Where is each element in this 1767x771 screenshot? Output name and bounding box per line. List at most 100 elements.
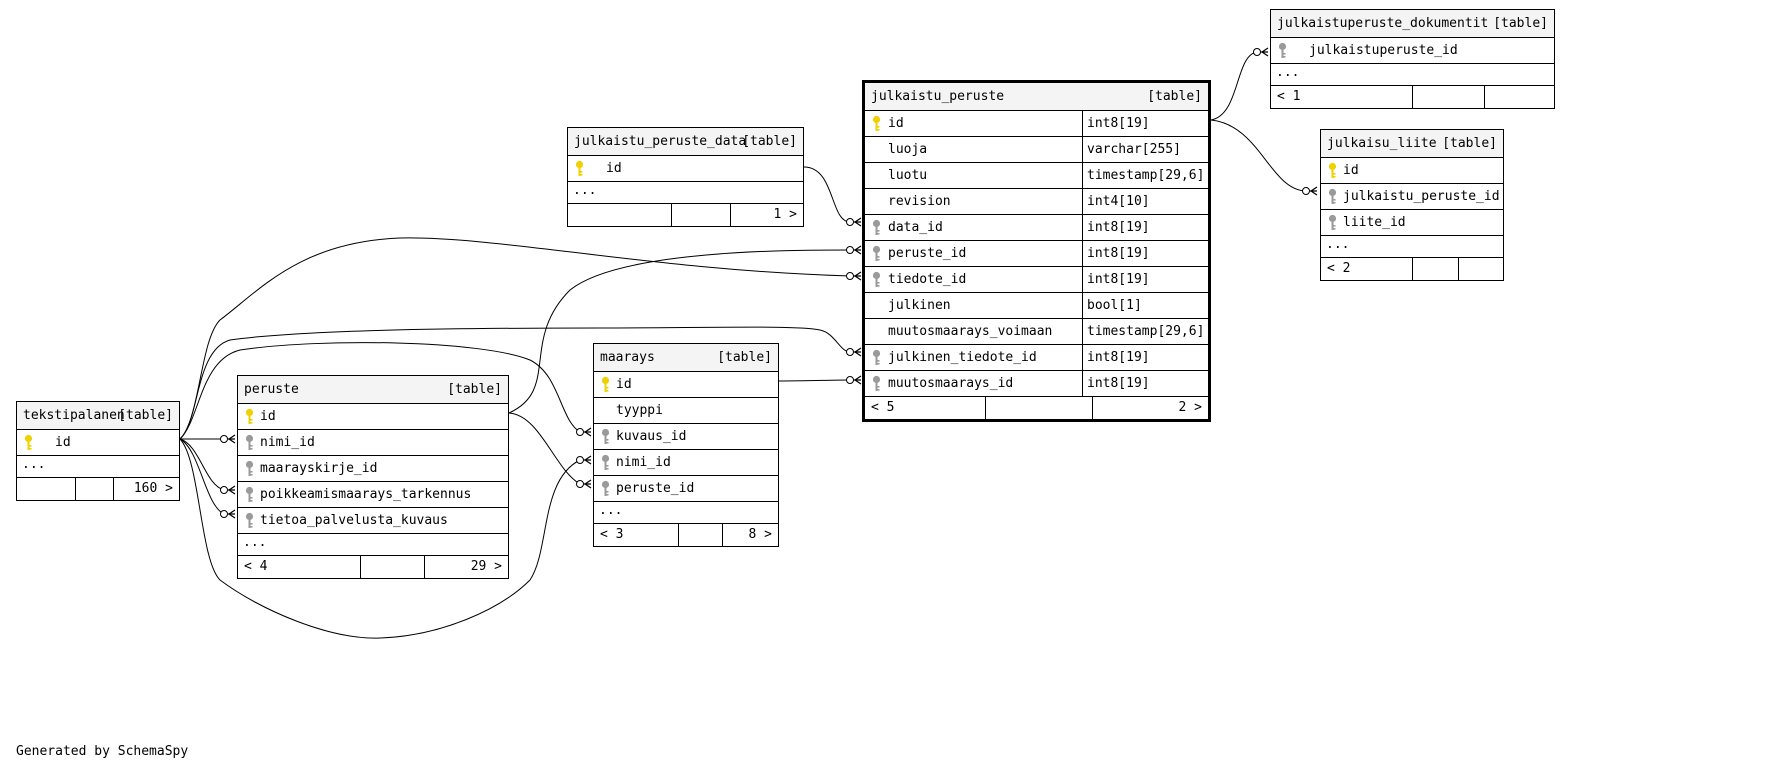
table-footer: < 2 [1321,258,1503,280]
edge-maarays-to-julkaistu-peruste [778,375,862,385]
table-header: julkaistuperuste_dokumentit [table] [1271,10,1554,38]
column-name: tyyppi [616,403,663,418]
edge-julkaistu-peruste-data-to-julkaistu-peruste [803,166,862,227]
edge-tekstipalanen-to-maarays-kuvaus [179,342,592,440]
edge-tekstipalanen-to-peruste-tietoa [179,438,236,519]
column-row[interactable]: id int8[19] [865,111,1208,137]
column-row[interactable]: kuvaus_id [594,424,778,450]
children-count[interactable] [1458,258,1503,280]
column-type: int8[19] [1082,111,1208,136]
more-columns-ellipsis: ... [1271,64,1554,86]
table-name: julkaisu_liite [1327,136,1437,151]
parents-count[interactable]: < 3 [600,527,624,542]
column-name: luoja [888,142,928,157]
table-maarays[interactable]: maarays [table] id tyyppi kuvaus_id nimi… [593,343,779,547]
column-row[interactable]: id [594,372,778,398]
column-row[interactable]: julkaistu_peruste_id [1321,184,1503,210]
column-row[interactable]: muutosmaarays_voimaan timestamp[29,6] [865,319,1208,345]
column-row[interactable]: julkinen_tiedote_id int8[19] [865,345,1208,371]
column-name: id [1343,163,1359,178]
column-row[interactable]: revision int4[10] [865,189,1208,215]
row-count [75,478,113,500]
parents-count[interactable]: < 5 [871,400,895,415]
table-kind-label: [table] [447,382,502,397]
parents-count[interactable]: < 1 [1277,89,1301,104]
table-header: maarays [table] [594,344,778,372]
edge-tekstipalanen-to-maarays-nimi [179,438,592,639]
column-row[interactable]: luotu timestamp[29,6] [865,163,1208,189]
column-name: data_id [888,220,943,235]
table-tekstipalanen[interactable]: tekstipalanen [table] id ... 160 > [16,401,180,501]
column-name: muutosmaarays_id [888,376,1014,391]
column-row[interactable]: id [1321,158,1503,184]
column-row[interactable]: maarayskirje_id [238,456,508,482]
column-row[interactable]: peruste_id [594,476,778,502]
table-kind-label: [table] [118,408,173,423]
table-julkaistuperuste-dokumentit[interactable]: julkaistuperuste_dokumentit [table] julk… [1270,9,1555,109]
row-count [678,524,722,546]
table-name: tekstipalanen [23,408,125,423]
table-header: julkaisu_liite [table] [1321,130,1503,158]
column-name: muutosmaarays_voimaan [888,324,1053,339]
table-kind-label: [table] [1493,16,1548,31]
column-name: id [55,435,71,450]
foreign-key-icon [1328,188,1337,204]
column-row[interactable]: tyyppi [594,398,778,424]
column-row[interactable]: data_id int8[19] [865,215,1208,241]
children-count[interactable]: 1 > [730,204,803,226]
column-type: varchar[255] [1082,137,1208,162]
column-row[interactable]: id [568,156,803,182]
table-name: julkaistu_peruste [871,89,1005,104]
column-row[interactable]: id [17,430,179,456]
column-row[interactable]: nimi_id [238,430,508,456]
edge-julkaistu-peruste-to-julkaisu-liite [1210,119,1318,196]
parents-count[interactable]: < 4 [244,559,268,574]
table-name: julkaistu_peruste_data [574,134,747,149]
edge-tekstipalanen-to-peruste-poikkeamismaarays [179,438,236,495]
children-count[interactable]: 8 > [722,524,778,546]
foreign-key-icon [872,219,881,235]
column-row[interactable]: poikkeamismaarays_tarkennus [238,482,508,508]
table-kind-label: [table] [717,350,772,365]
column-type: int8[19] [1082,267,1208,292]
row-count [1412,86,1484,108]
column-row[interactable]: liite_id [1321,210,1503,236]
foreign-key-icon [245,434,254,450]
column-row[interactable]: luoja varchar[255] [865,137,1208,163]
primary-key-icon [1328,162,1337,178]
column-row[interactable]: julkaistuperuste_id [1271,38,1554,64]
children-count[interactable] [1484,86,1554,108]
row-count [671,204,730,226]
children-count[interactable]: 29 > [424,556,508,578]
edge-tekstipalanen-to-julkaistu-peruste-tiedote [179,237,862,440]
column-row[interactable]: tietoa_palvelusta_kuvaus [238,508,508,534]
edge-tekstipalanen-to-peruste-nimi [180,434,236,444]
table-header: tekstipalanen [table] [17,402,179,430]
edge-peruste-to-julkaistu-peruste [508,245,862,414]
column-row[interactable]: julkinen bool[1] [865,293,1208,319]
table-peruste[interactable]: peruste [table] id nimi_id maarayskirje_… [237,375,509,579]
column-row[interactable]: muutosmaarays_id int8[19] [865,371,1208,397]
table-julkaisu-liite[interactable]: julkaisu_liite [table] id julkaistu_peru… [1320,129,1504,281]
parents-count[interactable] [17,478,75,500]
column-row[interactable]: nimi_id [594,450,778,476]
column-name: peruste_id [888,246,967,261]
table-julkaistu-peruste-data[interactable]: julkaistu_peruste_data [table] id ... 1 … [567,127,804,227]
table-name: peruste [244,382,299,397]
more-columns-ellipsis: ... [17,456,179,478]
column-name: id [260,409,276,424]
table-footer: < 4 29 > [238,556,508,578]
column-row[interactable]: tiedote_id int8[19] [865,267,1208,293]
table-julkaistu-peruste[interactable]: julkaistu_peruste [table] id int8[19] lu… [862,80,1211,422]
children-count[interactable]: 2 > [1092,397,1208,419]
column-name: id [888,116,904,131]
children-count[interactable]: 160 > [113,478,179,500]
column-row[interactable]: peruste_id int8[19] [865,241,1208,267]
column-row[interactable]: id [238,404,508,430]
parents-count[interactable] [568,204,671,226]
column-name: tietoa_palvelusta_kuvaus [260,513,448,528]
foreign-key-icon [872,375,881,391]
parents-count[interactable]: < 2 [1327,261,1351,276]
